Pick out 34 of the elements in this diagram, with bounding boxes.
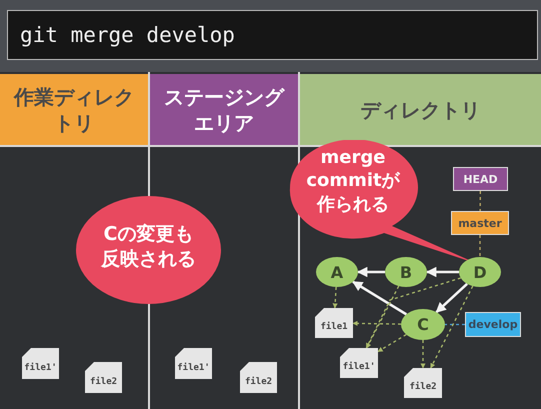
file-card: file1: [315, 308, 353, 338]
column-header: ステージングエリア: [150, 74, 298, 145]
dotted-line: [445, 324, 465, 326]
arrow: [426, 266, 459, 278]
command-bar: git merge develop: [7, 10, 538, 60]
branch-label: develop: [465, 312, 521, 337]
dashed-arrow: [430, 286, 474, 368]
file-card: file2: [85, 362, 122, 393]
arrow: [435, 282, 468, 314]
column-header: ディレクトリ: [300, 74, 541, 145]
dotted-line: [479, 235, 481, 257]
arrow: [352, 280, 408, 316]
branch-label: master: [451, 211, 509, 235]
commit-circle: A: [316, 257, 358, 287]
dashed-arrow: [332, 286, 338, 309]
arrow: [356, 266, 385, 278]
column-header: 作業ディレクトリ: [0, 74, 148, 145]
dashed-arrow: [352, 320, 402, 326]
file-card: file1': [340, 348, 378, 378]
bubble-text: Cの変更も反映される: [100, 222, 197, 272]
commit-circle: B: [385, 257, 427, 287]
dashed-arrow: [420, 340, 426, 369]
dashed-arrow: [366, 286, 400, 348]
file-card: file1': [22, 348, 59, 379]
file-card: file1': [175, 348, 212, 379]
dotted-line: [479, 191, 482, 211]
commit-circle: D: [459, 257, 501, 287]
branch-label: HEAD: [453, 167, 508, 191]
bubble-text: merge commitが作られる: [305, 146, 402, 216]
file-card: file2: [404, 368, 442, 398]
dashed-arrow: [366, 277, 461, 348]
dashed-arrow: [378, 334, 407, 352]
file-card: file2: [240, 362, 277, 393]
commit-circle: C: [401, 309, 445, 340]
